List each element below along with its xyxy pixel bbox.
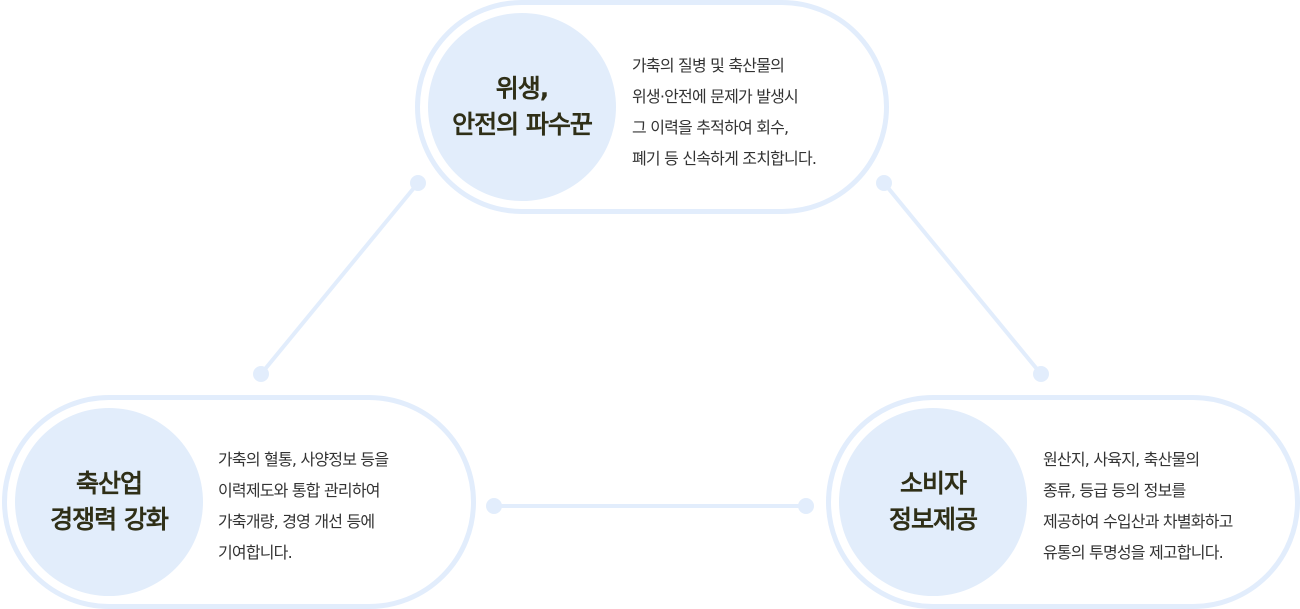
node-description: 가축의 질병 및 축산물의 위생·안전에 문제가 발생시 그 이력을 추적하여 … [632, 50, 817, 174]
node-livestock-competitiveness: 축산업 경쟁력 강화 가축의 혈통, 사양정보 등을 이력제도와 통합 관리하여… [2, 395, 476, 609]
node-title-line: 정보제공 [888, 505, 978, 534]
node-hygiene-safety: 위생, 안전의 파수꾼 가축의 질병 및 축산물의 위생·안전에 문제가 발생시… [415, 0, 889, 214]
node-title-circle: 소비자 정보제공 [839, 408, 1027, 596]
connector-top-left [259, 181, 420, 376]
node-desc-line: 원산지, 사육지, 축산물의 [1043, 450, 1200, 469]
node-title-line: 위생, [495, 74, 549, 103]
node-description: 가축의 혈통, 사양정보 등을 이력제도와 통합 관리하여 가축개량, 경영 개… [218, 444, 389, 568]
node-desc-line: 가축의 혈통, 사양정보 등을 [218, 450, 389, 469]
node-desc-line: 위생·안전에 문제가 발생시 [632, 87, 799, 106]
node-title-line: 축산업 [75, 469, 143, 498]
node-title-circle: 축산업 경쟁력 강화 [15, 408, 203, 596]
node-title-circle: 위생, 안전의 파수꾼 [428, 13, 616, 201]
connector-dot [1033, 366, 1049, 382]
node-title-line: 소비자 [899, 469, 967, 498]
node-desc-line: 종류, 등급 등의 정보를 [1043, 481, 1186, 500]
node-description: 원산지, 사육지, 축산물의 종류, 등급 등의 정보를 제공하여 수입산과 차… [1043, 444, 1233, 568]
node-title-line: 경쟁력 강화 [50, 505, 169, 534]
connector-dot [253, 366, 269, 382]
node-desc-line: 가축의 질병 및 축산물의 [632, 56, 785, 75]
node-desc-line: 가축개량, 경영 개선 등에 [218, 512, 375, 531]
node-consumer-info: 소비자 정보제공 원산지, 사육지, 축산물의 종류, 등급 등의 정보를 제공… [826, 395, 1300, 609]
node-desc-line: 폐기 등 신속하게 조치합니다. [632, 149, 817, 168]
node-desc-line: 유통의 투명성을 제고합니다. [1043, 543, 1224, 562]
connector-dot [798, 498, 814, 514]
connector-dot [486, 498, 502, 514]
node-title-line: 안전의 파수꾼 [452, 110, 593, 139]
connector-top-right [882, 181, 1043, 376]
node-desc-line: 기여합니다. [218, 543, 293, 562]
connector-dot [876, 175, 892, 191]
node-desc-line: 제공하여 수입산과 차별화하고 [1043, 512, 1233, 531]
connector-dot [410, 175, 426, 191]
node-desc-line: 그 이력을 추적하여 회수, [632, 118, 789, 137]
node-desc-line: 이력제도와 통합 관리하여 [218, 481, 381, 500]
